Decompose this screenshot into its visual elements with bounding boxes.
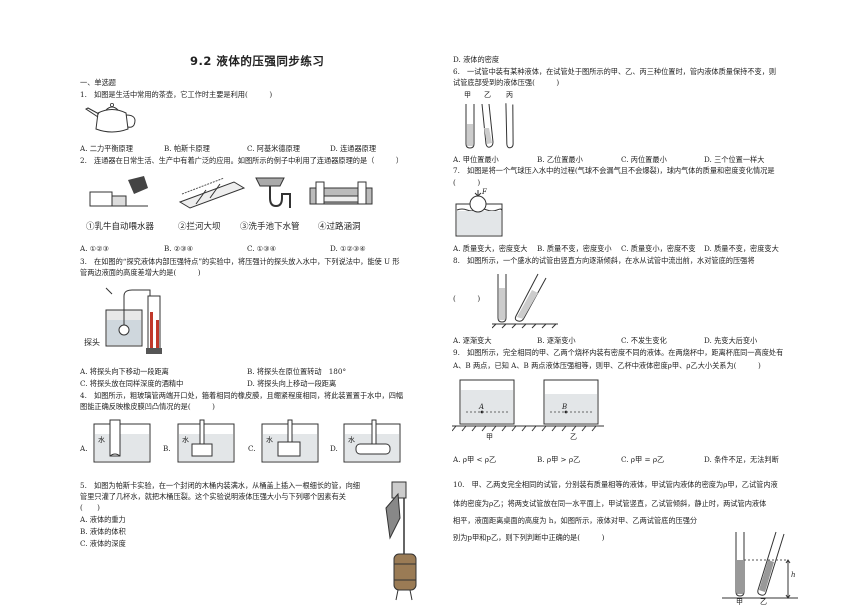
q3-option-d: D. 将探头向上移动一段距离 (247, 379, 337, 388)
q6-label-yi: 乙 (484, 91, 491, 99)
q8-option-c: C. 不发生变化 (621, 336, 667, 345)
q5-option-c: C. 液体的深度 (80, 539, 126, 548)
q6-label-jia: 甲 (464, 91, 471, 99)
q4-option-b: B. (163, 444, 171, 453)
q2-option-b: B. ②③④ (164, 244, 194, 253)
q7-option-d: D. 质量不变，密度变大 (704, 244, 779, 253)
q7-force-label: F (482, 188, 487, 196)
q8-option-a: A. 逐渐变大 (453, 336, 492, 345)
q4-figure-b (176, 418, 236, 464)
q4-option-a: A. (80, 444, 88, 453)
q6-option-a: A. 甲位置最小 (453, 155, 499, 164)
q9-option-a: A. ρ甲 < ρ乙 (453, 455, 497, 464)
q2-option-c: C. ①③④ (247, 244, 277, 253)
balloon-figure (454, 188, 504, 238)
q10-label-yi: 乙 (760, 598, 767, 606)
q9-stem-line1: 9. 如图所示，完全相同的甲、乙两个烧杯内装有密度不同的液体。在两烧杯中，距离杯… (453, 348, 784, 357)
q3-stem-line1: 3. 在如图的“探究液体内部压强特点”的实验中，将压强计的探头放入水中，下列说法… (80, 257, 400, 266)
q4-water-label-d: 水 (348, 436, 355, 444)
q4-water-label-a: 水 (98, 436, 105, 444)
pascal-barrel-figure (382, 478, 422, 604)
q9-option-b: B. ρ甲 > ρ乙 (537, 455, 581, 464)
connected-vessels-figure (84, 168, 384, 224)
q1-stem: 1. 如图是生活中常用的茶壶，它工作时主要是利用( ) (80, 90, 273, 99)
q4-water-label-c: 水 (266, 436, 273, 444)
q10-line4: 别为p甲和p乙，则下列判断中正确的是( ) (453, 533, 605, 542)
q7-option-a: A. 质量变大，密度变大 (453, 244, 528, 253)
q6-stem-line2: 试管底部受到的液体压强( ) (453, 78, 560, 87)
q4-figure-c (260, 418, 320, 464)
pressure-gauge-figure (92, 282, 174, 358)
q2-stem: 2. 连通器在日常生活、生产中有着广泛的应用。如图所示的例子中利用了连通器原理的… (80, 156, 404, 165)
test-tubes-figure (456, 100, 526, 152)
q10-line3: 相平，液面距离桌面的高度为 h，如图所示，液体对甲、乙两试管底的压强分 (453, 516, 698, 525)
q10-line2: 体的密度为ρ乙；将两支试管放在同一水平面上，甲试管竖直，乙试管倾斜，静止时，两试… (453, 499, 767, 508)
q3-probe-label: 探头 (84, 338, 100, 347)
q1-option-b: B. 帕斯卡原理 (164, 144, 210, 153)
q1-option-d: D. 连通器原理 (330, 144, 377, 153)
q9-option-d: D. 条件不足，无法判断 (704, 455, 779, 464)
q7-option-c: C. 质量变小，密度不变 (621, 244, 696, 253)
q5-stem-line1: 5. 如图为帕斯卡实验，在一个封闭的木桶内装满水，从桶盖上插入一根细长的管，向细 (80, 481, 360, 490)
q6-option-d: D. 三个位置一样大 (704, 155, 765, 164)
q5-option-b: B. 液体的体积 (80, 527, 126, 536)
beakers-figure (452, 376, 604, 434)
q5-stem-line2: 管里只灌了几杯水，就把木桶压裂。这个实验说明液体压强大小与下列哪个因素有关 (80, 492, 346, 501)
q5-option-a: A. 液体的重力 (80, 515, 126, 524)
q1-option-a: A. 二力平衡原理 (80, 144, 133, 153)
q9-point-a: A (479, 403, 485, 411)
q8-option-b: B. 逐渐变小 (537, 336, 576, 345)
q6-option-c: C. 丙位置最小 (621, 155, 667, 164)
q8-option-d: D. 先变大后变小 (704, 336, 758, 345)
q4-figure-a (92, 418, 152, 464)
section-heading: 一、单选题 (80, 78, 116, 87)
q3-stem-line2: 管两边液面的高度差增大的是( ) (80, 268, 201, 277)
page-title: 9.2 液体的压强同步练习 (190, 54, 325, 68)
q2-caption-3: ③洗手池下水管 (240, 222, 300, 232)
q8-blank: ( ) (453, 294, 481, 303)
teapot-figure (82, 101, 144, 137)
q9-stem-line2: A、B 两点，已知 A、B 两点液体压强相等，则甲、乙杯中液体密度ρ甲、ρ乙大小… (453, 361, 761, 370)
q8-stem: 8. 如图所示，一个盛水的试管由竖直方向逐渐倾斜，在水从试管中流出前，水对管底的… (453, 256, 755, 265)
q9-label-jia: 甲 (486, 433, 493, 441)
q9-label-yi: 乙 (570, 433, 577, 441)
q7-stem-line1: 7. 如图是将一个气球压入水中的过程(气球不会漏气且不会爆裂)，球内气体的质量和… (453, 166, 775, 175)
q4-figure-d (342, 418, 402, 464)
q6-option-b: B. 乙位置最小 (537, 155, 583, 164)
q6-stem-line1: 6. 一试管中装有某种液体，在试管处于图所示的甲、乙、丙三种位置时，管内液体质量… (453, 67, 777, 76)
q1-option-c: C. 阿基米德原理 (247, 144, 300, 153)
q4-stem-line1: 4. 如图所示，粗玻璃管两端开口处，箍着相同的橡皮膜，且绷紧程度相同，将此装置置… (80, 391, 404, 400)
q4-water-label-b: 水 (182, 436, 189, 444)
q5-stem-line3: ( ) (80, 503, 100, 512)
q2-option-d: D. ①②③④ (330, 244, 366, 253)
q2-caption-4: ④过路涵洞 (318, 222, 361, 232)
q10-h-label: h (791, 571, 796, 579)
q2-caption-1: ①乳牛自动喂水器 (86, 222, 155, 232)
q3-option-a: A. 将探头向下移动一段距离 (80, 367, 169, 376)
q10-label-jia: 甲 (736, 598, 743, 606)
q9-point-b: B (562, 403, 568, 411)
q3-option-c: C. 将探头放在同样深度的酒精中 (80, 379, 184, 388)
q4-stem-line2: 图能正确反映橡皮膜凹凸情况的是( ) (80, 402, 215, 411)
q9-option-c: C. ρ甲 = ρ乙 (621, 455, 665, 464)
q4-option-d: D. (330, 444, 338, 453)
two-tubes-figure (718, 528, 800, 606)
tilting-tube-figure (492, 268, 562, 330)
q3-option-b: B. 将探头在原位置转动 180° (247, 367, 347, 376)
q6-label-bing: 丙 (506, 91, 513, 99)
q7-stem-line2: ( ) (453, 178, 481, 187)
q7-option-b: B. 质量不变，密度变小 (537, 244, 612, 253)
q2-caption-2: ②拦河大坝 (178, 222, 221, 232)
q5-option-d: D. 液体的密度 (453, 55, 500, 64)
q4-option-c: C. (248, 444, 256, 453)
q10-line1: 10. 甲、乙两支完全相同的试管，分别装有质量相等的液体，甲试管内液体的密度为ρ… (453, 480, 778, 489)
q2-option-a: A. ①②③ (80, 244, 110, 253)
